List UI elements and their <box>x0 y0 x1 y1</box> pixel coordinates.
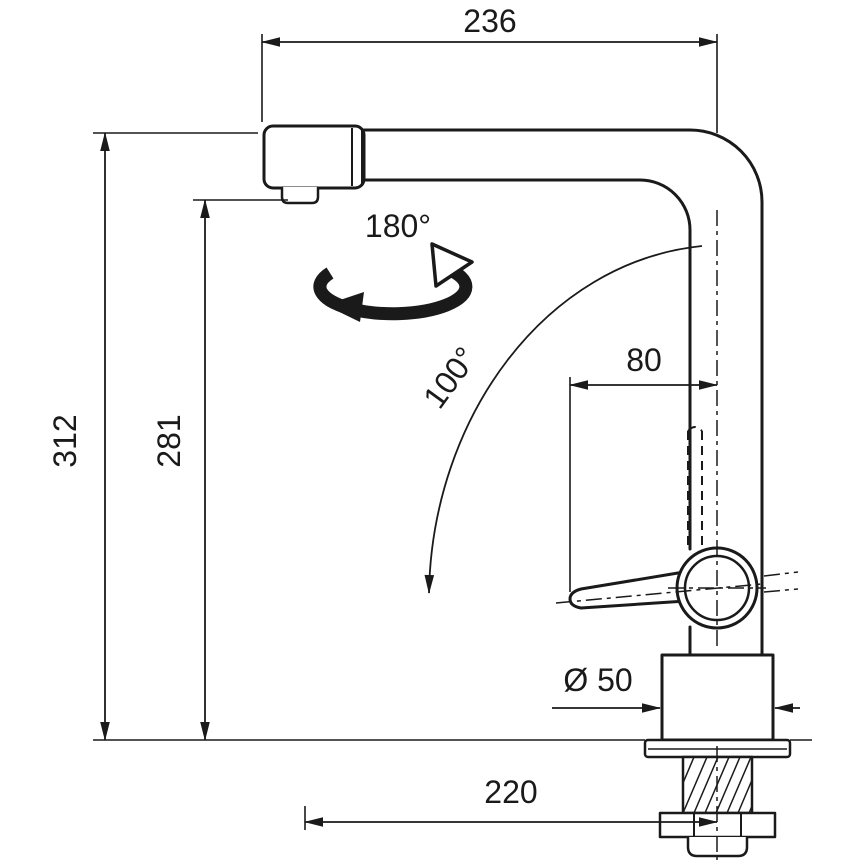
swivel-angle-label: 180° <box>365 208 431 244</box>
spray-angle-label: 100° <box>416 340 484 415</box>
centerlines <box>555 210 799 860</box>
bottom-width-label: 220 <box>484 774 537 810</box>
dimensions: 236 312 281 80 Ø 50 <box>47 3 812 830</box>
thread-hatching <box>682 756 753 814</box>
handle-lever <box>568 570 687 610</box>
swivel-rotation-band <box>313 263 473 321</box>
dimension-spout-height: 281 <box>151 199 288 741</box>
spout-inner-edge <box>362 178 692 551</box>
lever-phantom-right <box>763 571 799 577</box>
base-diameter-label: Ø 50 <box>563 662 632 698</box>
dimension-top-width: 236 <box>261 3 718 133</box>
dimension-handle-length: 80 <box>569 337 718 592</box>
swivel-arrow-solid <box>325 292 364 322</box>
faucet-body <box>262 124 792 858</box>
spout-outer-edge <box>362 128 764 657</box>
dimension-bottom-width: 220 <box>304 769 718 830</box>
lever-phantom-right <box>763 588 799 593</box>
lever-axis-centerline <box>555 583 763 604</box>
top-width-label: 236 <box>463 3 516 39</box>
spray-angle-arc <box>424 245 703 594</box>
handle-length-label: 80 <box>626 342 662 378</box>
dimension-swivel-angle: 180° <box>313 203 474 322</box>
spray-head <box>262 124 366 190</box>
spout-height-label: 281 <box>151 414 187 467</box>
base-cylinder <box>660 653 775 742</box>
swivel-arrow-open <box>430 242 474 288</box>
overall-height-label: 312 <box>47 414 83 467</box>
handle-phantom-upright <box>687 426 703 547</box>
dimension-base-diameter: Ø 50 <box>552 657 800 713</box>
dimension-overall-height: 312 <box>47 132 258 741</box>
